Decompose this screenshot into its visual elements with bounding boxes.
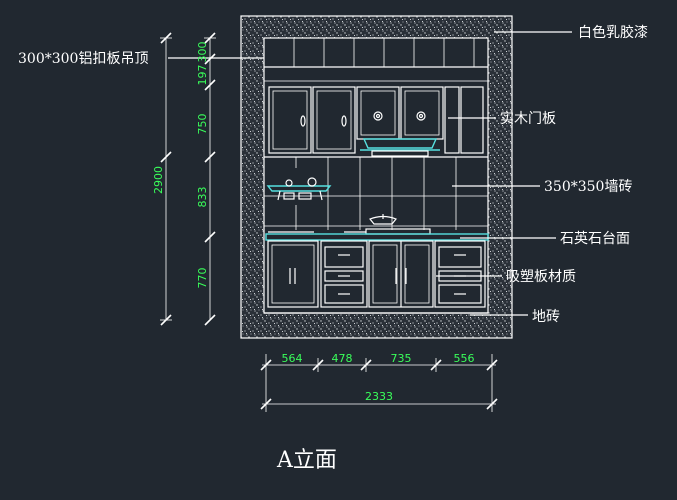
dim-556: 556 — [454, 352, 475, 365]
dim-478: 478 — [332, 352, 353, 365]
ceiling-grid — [264, 38, 488, 68]
label-aluminum-ceiling: 300*300铝扣板吊顶 — [18, 51, 148, 67]
dim-564: 564 — [282, 352, 303, 365]
range-hood — [360, 138, 440, 157]
label-cabinet-material: 吸塑板材质 — [506, 269, 576, 285]
label-quartz-countertop: 石英石台面 — [560, 230, 630, 247]
dim-horizontal-total: 2333 — [365, 390, 393, 403]
countertop — [265, 214, 489, 241]
label-floor-tile: 地砖 — [532, 309, 560, 325]
dim-735: 735 — [391, 352, 412, 365]
wall-frame — [240, 15, 513, 339]
label-white-latex-paint: 白色乳胶漆 — [578, 24, 648, 41]
dim-750: 750 — [196, 114, 209, 135]
horizontal-dimensions — [260, 354, 498, 412]
dim-770: 770 — [196, 268, 209, 289]
dim-vertical-total: 2900 — [152, 166, 165, 194]
label-wall-tile: 350*350墙砖 — [544, 179, 632, 195]
base-cabinets — [267, 240, 486, 308]
dim-833: 833 — [196, 187, 209, 208]
label-solid-wood-door: 实木门板 — [500, 111, 556, 127]
glass-shelf — [266, 177, 332, 201]
vertical-dimensions — [160, 32, 216, 326]
leader-lines — [168, 31, 572, 316]
drawing-title: A立面 — [276, 448, 337, 473]
dim-197: 197 — [196, 65, 209, 86]
dim-ceiling-300: 300 — [196, 42, 209, 63]
